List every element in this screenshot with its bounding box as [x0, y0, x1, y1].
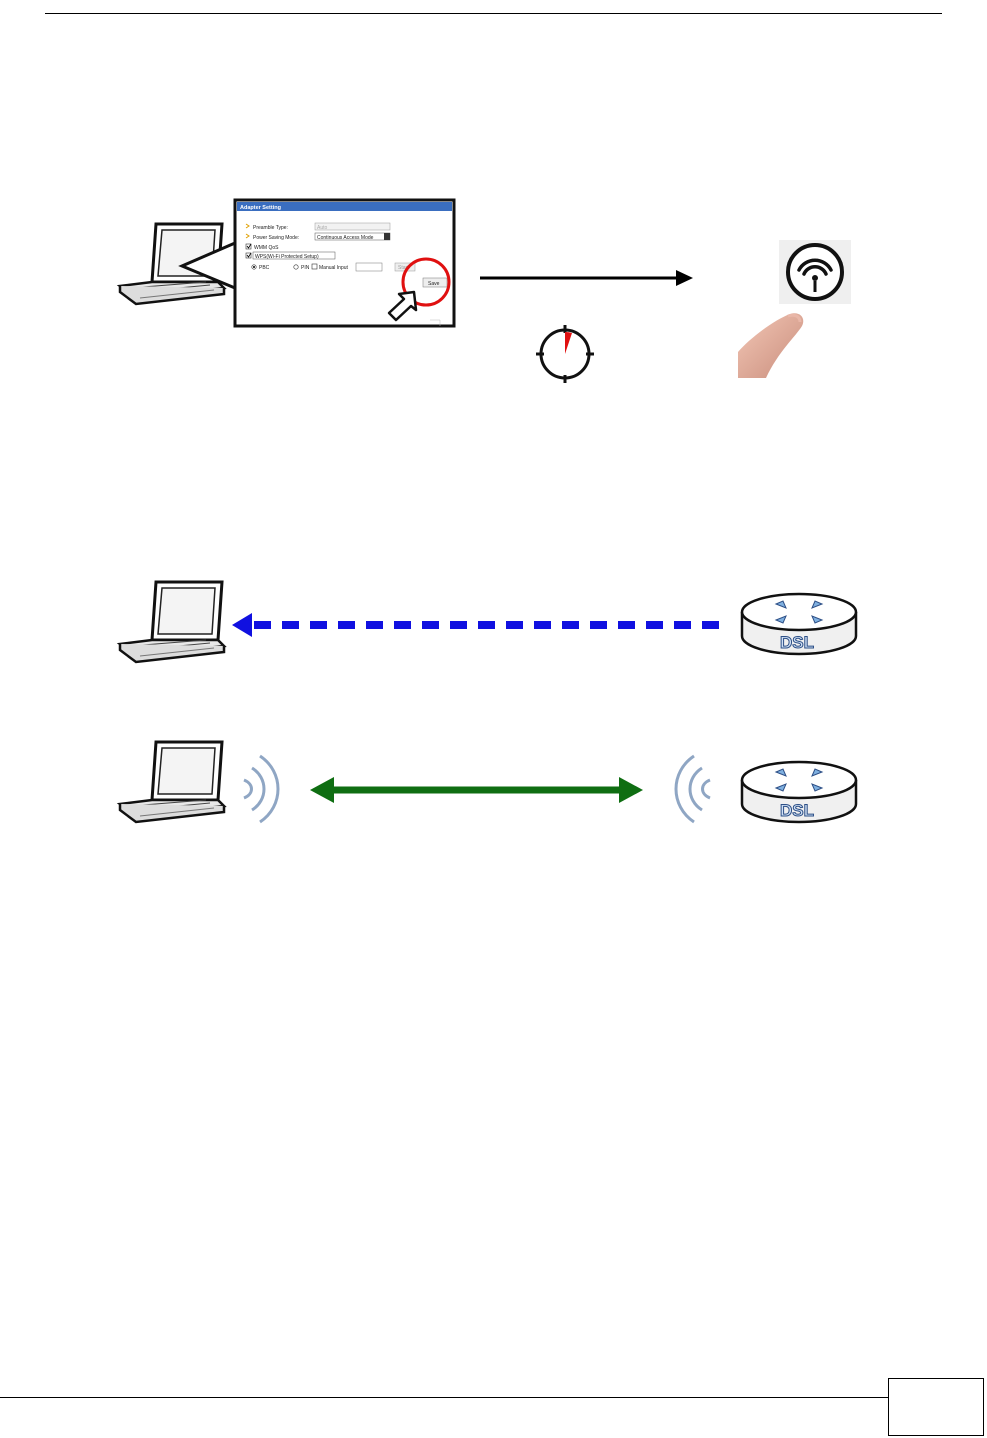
wps-button-icon: [779, 240, 851, 304]
router-icon: DSL: [740, 590, 858, 656]
router-label: DSL: [780, 801, 814, 820]
wps-settings-callout: Adapter Setting Preamble Type: Auto Powe…: [170, 198, 456, 328]
preamble-label: Preamble Type:: [253, 225, 288, 231]
pin-label: PIN: [301, 265, 310, 271]
preamble-value: Auto: [317, 225, 328, 231]
laptop-icon: [118, 580, 228, 662]
router-icon: DSL: [740, 758, 858, 824]
pbc-label: PBC: [259, 265, 270, 271]
footer-rule: [0, 1397, 888, 1398]
manual-label: Manual Input: [319, 265, 349, 271]
wmm-label: WMM QoS: [254, 245, 279, 251]
wireless-waves-icon: [240, 752, 290, 824]
page-number-box: [888, 1378, 984, 1436]
connection-arrow: [310, 776, 644, 804]
wps-label: WPS(Wi-Fi Protected Setup): [255, 254, 319, 260]
press-arrow: [480, 268, 695, 288]
power-label: Power Saving Mode:: [253, 235, 299, 241]
finger-icon: [738, 310, 806, 378]
dashed-request-arrow: [232, 612, 727, 638]
power-value: Continuous Access Mode: [317, 235, 374, 241]
panel-title: Adapter Setting: [240, 205, 281, 211]
router-label: DSL: [780, 633, 814, 652]
laptop-icon: [118, 740, 228, 822]
save-label: Save: [428, 281, 440, 287]
wireless-waves-icon: [664, 752, 714, 824]
header-rule: [45, 13, 942, 14]
timer-icon: [534, 323, 596, 385]
